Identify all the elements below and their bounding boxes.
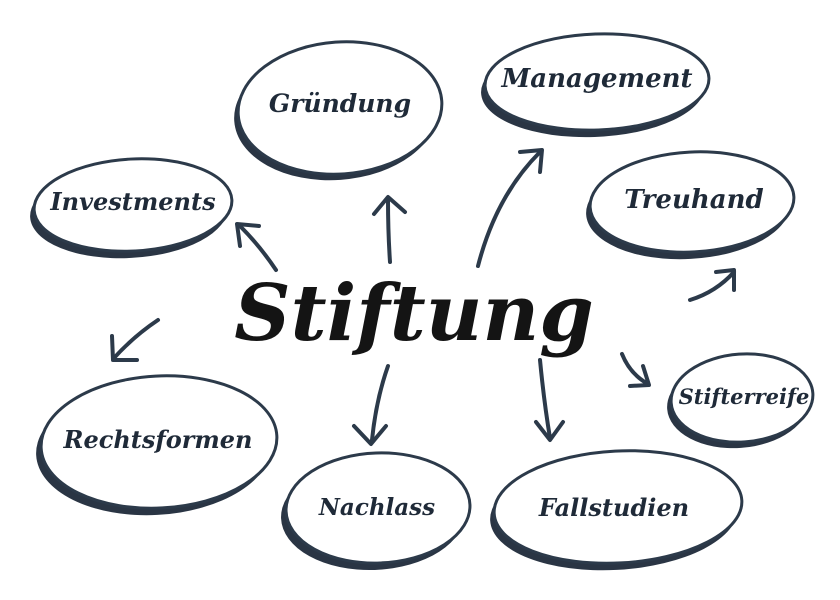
node-management-label: Management bbox=[500, 64, 692, 94]
node-investments-bubble bbox=[32, 157, 234, 253]
node-rechtsformen-label: Rechtsformen bbox=[63, 425, 253, 454]
node-gruendung-bubble bbox=[236, 40, 444, 176]
arrow-to-rechtsformen bbox=[110, 318, 160, 362]
arrow-to-fallstudien bbox=[534, 358, 565, 442]
node-stifterreife-bubble bbox=[669, 352, 815, 444]
arrow-to-stifterreife bbox=[620, 352, 651, 388]
node-nachlass-label: Nachlass bbox=[318, 494, 435, 521]
node-management-bubble bbox=[483, 32, 711, 132]
arrow-to-investments bbox=[235, 222, 278, 272]
arrow-to-nachlass bbox=[352, 364, 390, 446]
node-gruendung: Gründung bbox=[234, 40, 444, 181]
node-fallstudien-bubble bbox=[492, 449, 744, 565]
node-fallstudien-label: Fallstudien bbox=[538, 493, 689, 522]
node-investments: Investments bbox=[30, 157, 234, 259]
arrow-to-gruendung bbox=[372, 195, 407, 264]
node-stifterreife-label: Stifterreife bbox=[679, 384, 810, 409]
arrow-to-management bbox=[476, 148, 544, 268]
node-rechtsformen-bubble bbox=[39, 374, 279, 510]
node-nachlass: Nachlass bbox=[281, 451, 472, 571]
node-gruendung-label: Gründung bbox=[269, 89, 411, 118]
node-stifterreife: Stifterreife bbox=[667, 352, 815, 449]
node-fallstudien: Fallstudien bbox=[490, 449, 744, 571]
node-treuhand: Treuhand bbox=[586, 150, 796, 260]
node-rechtsformen: Rechtsformen bbox=[36, 374, 279, 516]
node-treuhand-label: Treuhand bbox=[624, 185, 763, 215]
center-title: Stiftung bbox=[234, 268, 594, 359]
node-management: Management bbox=[481, 32, 711, 138]
arrow-to-treuhand bbox=[688, 268, 736, 302]
node-treuhand-bubble bbox=[588, 150, 796, 254]
node-nachlass-bubble bbox=[284, 451, 472, 565]
node-investments-label: Investments bbox=[49, 187, 216, 216]
